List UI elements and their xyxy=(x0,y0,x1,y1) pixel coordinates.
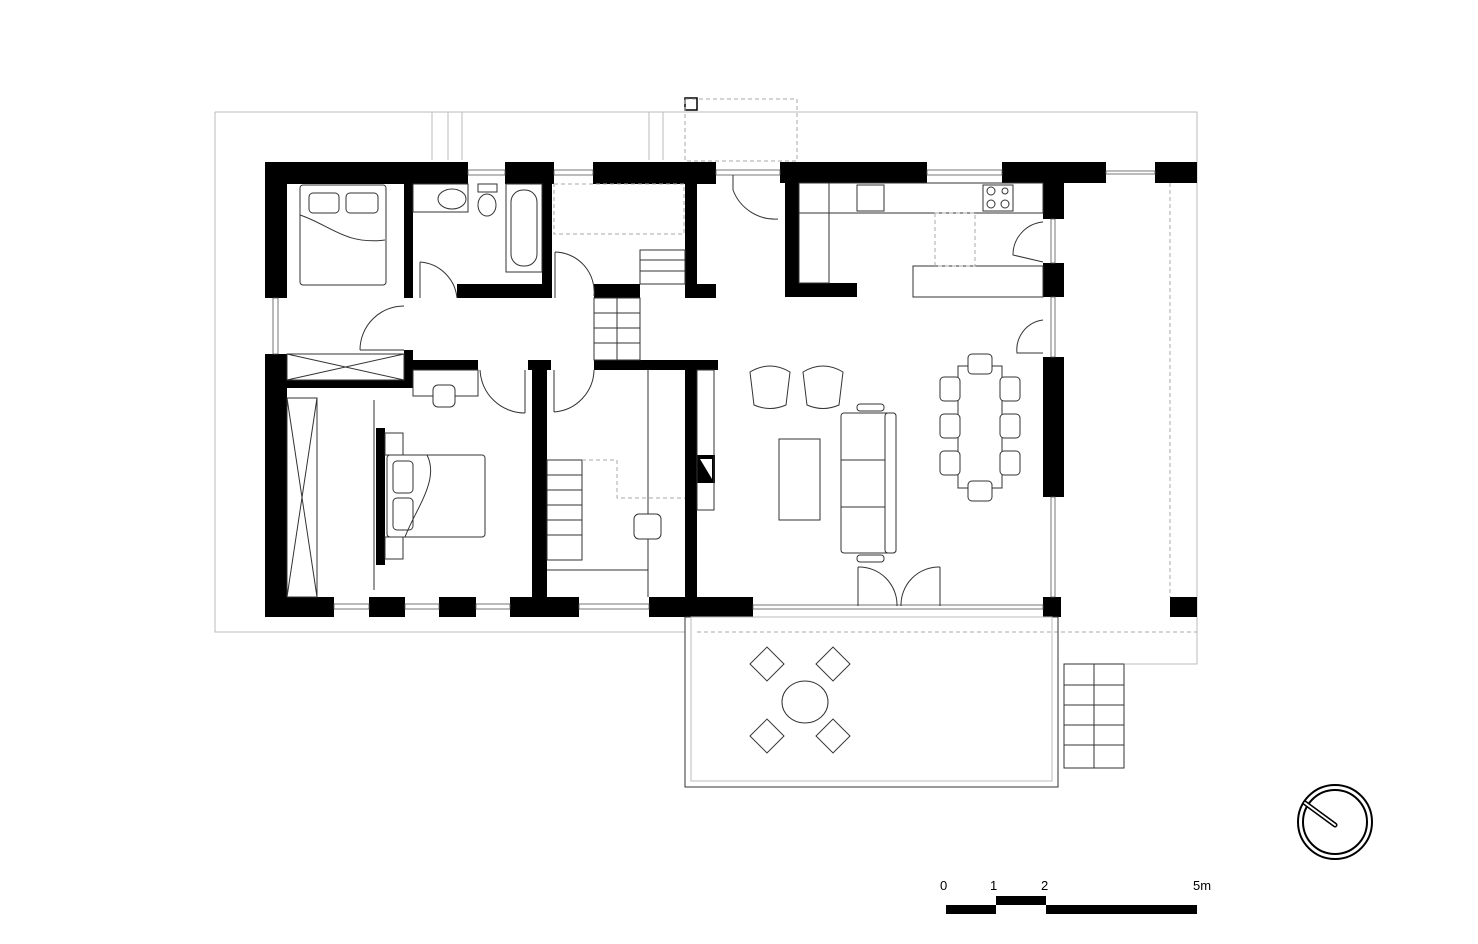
fireplace-flue-icon xyxy=(700,459,712,479)
door[interactable] xyxy=(1012,221,1044,263)
door[interactable] xyxy=(419,261,458,299)
wall xyxy=(287,380,413,388)
doors[interactable] xyxy=(359,175,1044,607)
chair xyxy=(939,376,961,402)
kitchen-island xyxy=(912,265,1044,298)
wall xyxy=(785,283,857,297)
chair xyxy=(999,413,1021,439)
chair xyxy=(815,718,851,754)
column xyxy=(1043,597,1061,617)
column xyxy=(1170,597,1197,617)
wall xyxy=(649,597,753,617)
wall xyxy=(1043,357,1064,497)
wall xyxy=(532,360,547,600)
door[interactable] xyxy=(1016,319,1044,354)
wall xyxy=(780,162,927,183)
wall xyxy=(404,350,413,388)
wall xyxy=(265,162,468,184)
wall xyxy=(265,162,287,298)
walls xyxy=(265,162,1197,617)
wall xyxy=(369,597,405,617)
wall xyxy=(685,284,716,298)
scale-segment xyxy=(1046,905,1197,914)
wall xyxy=(593,162,716,184)
chair xyxy=(939,413,961,439)
wall xyxy=(376,428,385,565)
stairs xyxy=(546,183,1125,769)
door[interactable] xyxy=(553,369,595,413)
kitchen-sink xyxy=(856,184,885,212)
chair xyxy=(967,480,993,502)
wall xyxy=(510,597,579,617)
wall xyxy=(265,354,287,617)
sink xyxy=(437,188,467,210)
wall xyxy=(594,360,718,370)
chair xyxy=(633,513,662,540)
wall xyxy=(1155,162,1197,183)
wall xyxy=(685,360,697,600)
wall xyxy=(404,184,413,298)
site-outline xyxy=(214,111,1198,665)
tv-unit xyxy=(696,369,715,511)
wardrobe xyxy=(286,353,405,381)
wall xyxy=(785,183,799,297)
door[interactable] xyxy=(857,566,898,607)
chair xyxy=(749,718,785,754)
chair xyxy=(749,646,785,682)
door[interactable] xyxy=(554,251,595,298)
compass-icon xyxy=(1297,784,1373,860)
armchair xyxy=(749,365,791,409)
wall xyxy=(1043,183,1064,219)
door[interactable] xyxy=(900,566,941,607)
wall xyxy=(457,284,552,298)
terrace-table xyxy=(781,680,829,724)
chair xyxy=(999,376,1021,402)
wall xyxy=(685,184,697,298)
furniture xyxy=(286,182,1059,788)
scale-label-0: 0 xyxy=(940,878,948,893)
scale-bar xyxy=(946,896,1197,914)
scale-segment xyxy=(996,896,1046,905)
chair xyxy=(967,353,993,375)
door[interactable] xyxy=(732,175,779,220)
armchair xyxy=(802,365,844,409)
chair xyxy=(815,646,851,682)
door[interactable] xyxy=(479,369,526,414)
toilet xyxy=(477,193,497,217)
chair xyxy=(939,450,961,476)
chair xyxy=(999,450,1021,476)
wardrobe xyxy=(286,397,318,598)
canopy-outline xyxy=(684,98,798,162)
scale-label-2: 2 xyxy=(1041,878,1049,893)
wall xyxy=(1002,162,1106,183)
wall xyxy=(505,162,554,184)
scale-label-5m: 5m xyxy=(1193,878,1212,893)
coffee-table xyxy=(778,438,821,521)
terrace xyxy=(684,616,1059,788)
door[interactable] xyxy=(359,305,405,351)
dining-table xyxy=(957,365,1003,489)
wall xyxy=(594,284,640,298)
wall xyxy=(413,360,478,370)
chimney-marker xyxy=(684,97,698,111)
wall xyxy=(542,184,552,298)
wall xyxy=(439,597,476,617)
wall xyxy=(265,597,334,617)
scale-label-1: 1 xyxy=(990,878,998,893)
chair xyxy=(432,384,456,408)
vanity xyxy=(412,183,469,213)
scale-segment xyxy=(946,905,996,914)
windows xyxy=(272,169,1156,610)
